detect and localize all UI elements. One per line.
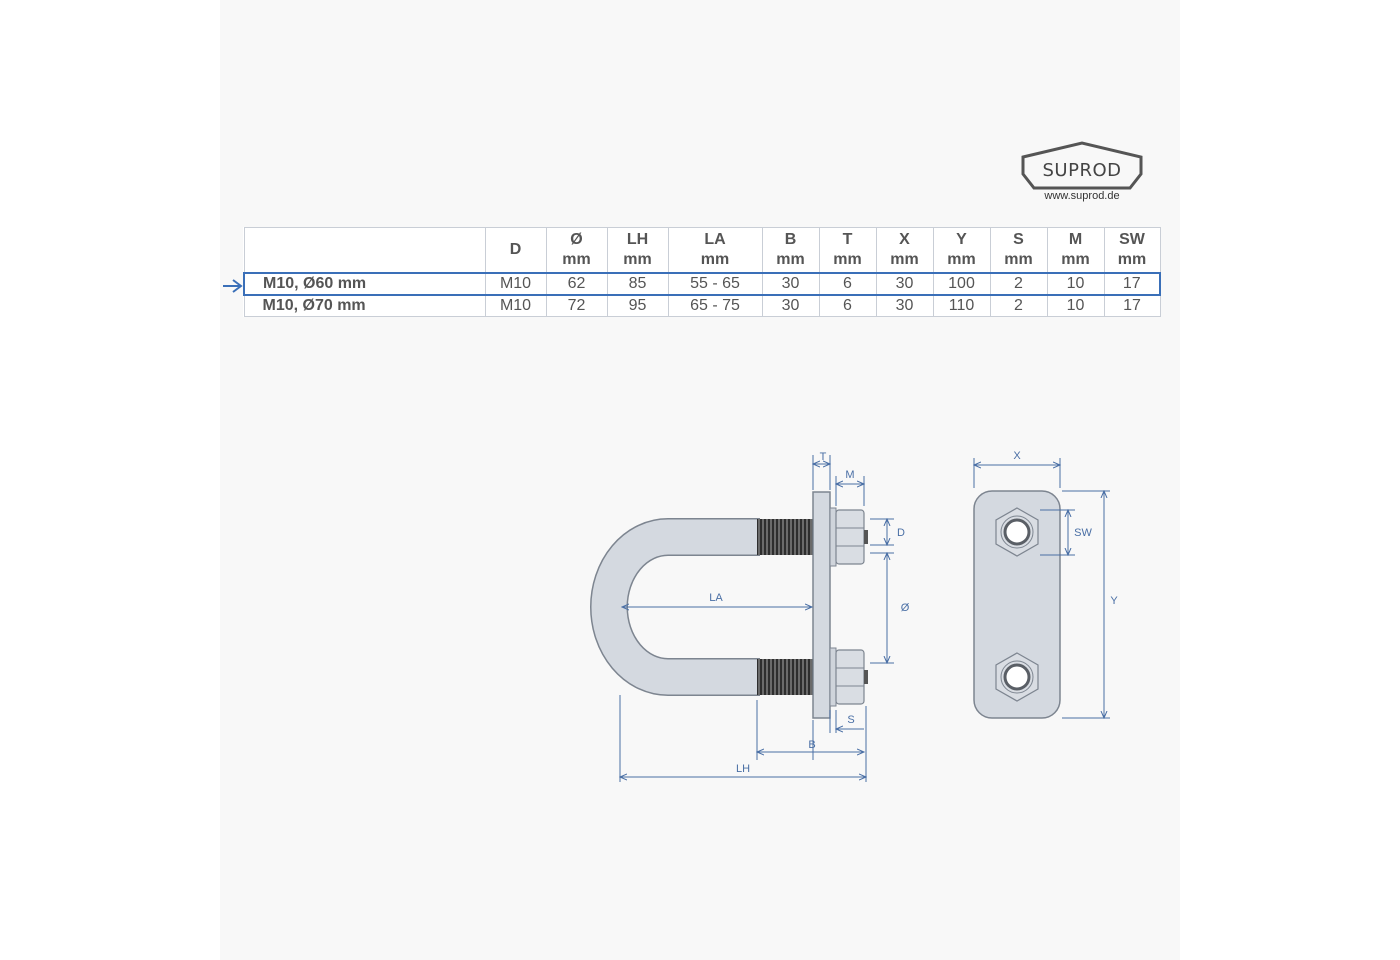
cell-x: 30: [875, 294, 934, 317]
cell-b: 30: [761, 272, 820, 296]
nut-upper-side: [829, 507, 868, 567]
column-unit: mm: [890, 251, 919, 268]
column-label: S: [1013, 231, 1024, 248]
dim-label-diameter: Ø: [901, 602, 910, 614]
cell-s: 2: [989, 272, 1048, 296]
cell-t: 6: [818, 272, 877, 296]
dim-label-x: X: [1013, 450, 1021, 462]
column-unit: mm: [947, 251, 976, 268]
column-label: X: [899, 231, 910, 248]
logo-url: www.suprod.de: [1044, 190, 1120, 202]
cell-d: M10: [484, 294, 547, 317]
cell-sw: 17: [1103, 272, 1161, 296]
column-label: Ø: [570, 231, 583, 248]
dim-label-y: Y: [1110, 595, 1118, 607]
cell-lh: 95: [606, 294, 669, 317]
column-header-la: LA mm: [667, 227, 763, 274]
column-unit: mm: [776, 251, 805, 268]
logo-badge-icon: [1021, 141, 1143, 190]
column-label: D: [509, 241, 522, 258]
clamp-plate-front: [973, 490, 1061, 719]
cell-sw: 17: [1103, 294, 1161, 317]
cell-m: 10: [1046, 272, 1105, 296]
suprod-logo: SUPROD www.suprod.de: [1020, 140, 1144, 210]
column-unit: mm: [623, 251, 652, 268]
cell-diameter: 72: [545, 294, 608, 317]
dim-label-la: LA: [709, 592, 723, 604]
column-unit: mm: [1061, 251, 1090, 268]
column-unit: mm: [700, 251, 730, 268]
dim-label-s: S: [847, 714, 854, 726]
dim-label-t: T: [820, 451, 827, 463]
cell-name: M10, Ø70 mm: [243, 294, 486, 317]
table-row[interactable]: M10, Ø70 mm M10 72 95 65 - 75 30 6 30 11…: [243, 294, 1161, 317]
u-bolt: [590, 518, 814, 696]
dim-label-lh: LH: [736, 763, 750, 775]
column-label: B: [784, 231, 797, 248]
clamp-plate-side: [812, 491, 831, 719]
column-unit: mm: [833, 251, 862, 268]
column-unit: mm: [1117, 251, 1147, 268]
dim-label-d: D: [897, 527, 905, 539]
column-label: SW: [1119, 231, 1145, 248]
cell-diameter: 62: [545, 272, 608, 296]
column-header-name: [243, 227, 486, 274]
column-label: M: [1068, 231, 1083, 248]
dimension-lines: [620, 455, 1110, 782]
cell-name: M10, Ø60 mm: [243, 272, 486, 296]
column-label: LH: [626, 231, 649, 248]
cell-t: 6: [818, 294, 877, 317]
column-label: T: [842, 231, 853, 248]
cell-lh: 85: [606, 272, 669, 296]
dim-label-b: B: [808, 739, 815, 751]
column-unit: mm: [1004, 251, 1033, 268]
cell-la: 65 - 75: [667, 294, 763, 317]
cell-s: 2: [989, 294, 1048, 317]
cell-d: M10: [484, 272, 547, 296]
dim-label-sw: SW: [1074, 527, 1092, 539]
column-label: LA: [704, 231, 726, 248]
dim-label-m: M: [845, 469, 854, 481]
table-row-selected[interactable]: M10, Ø60 mm M10 62 85 55 - 65 30 6 30 10…: [243, 272, 1161, 296]
column-header-lh: LH mm: [606, 227, 669, 274]
column-unit: mm: [562, 251, 591, 268]
thread-upper: [757, 519, 814, 555]
drawing-sheet: [220, 0, 1180, 960]
thread-lower: [757, 659, 814, 695]
logo-name: SUPROD: [1042, 160, 1122, 181]
column-label: Y: [956, 231, 967, 248]
nut-lower-side: [829, 647, 868, 707]
arrow-right-icon: [223, 279, 243, 293]
cell-la: 55 - 65: [667, 272, 763, 296]
column-header-sw: SW mm: [1103, 227, 1161, 274]
